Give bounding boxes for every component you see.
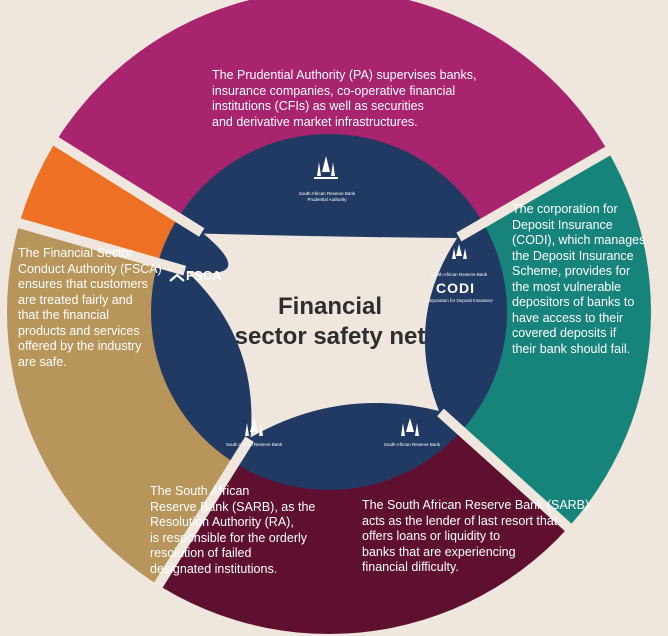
sarb-logo-br-icon [401,418,419,436]
codi-logo-caption: Corporation for Deposit Insurance [425,298,493,303]
sarb-logo-right-icon [452,244,467,259]
sarb-logo-top-icon [314,156,338,179]
fsca-logo-icon [169,273,185,282]
fsca-logo-mark: FSCA [186,268,222,283]
sarb-logo-bl-icon [245,418,263,436]
fsca-description: The Financial Sector Conduct Authority (… [18,246,162,369]
pa-description: The Prudential Authority (PA) supervises… [212,68,477,129]
segment-separator [149,436,254,595]
center-area [186,233,458,438]
ra-description: The South African Reserve Bank (SARB), a… [150,484,316,576]
center-title-line1: Financial [277,293,383,320]
codi-logo-mark: CODI [436,280,475,296]
segment-separator [437,408,578,537]
segment-separator [46,132,205,237]
pa-logo-caption: South African Reserve Bank Prudential Au… [298,191,356,202]
codi-logo-bank-name: South African Reserve Bank [430,272,488,277]
segment-separator [456,142,618,242]
center-title: Financial sector safety net [195,292,465,352]
lolr-description: The South African Reserve Bank (SARB) ac… [362,498,590,574]
segment-separator [10,216,187,276]
lolr-logo-caption: South African Reserve Bank [383,442,441,447]
center-title-line2: sector safety net [234,323,426,350]
codi-description: The corporation for Deposit Insurance (C… [512,202,646,356]
ra-logo-caption: South African Reserve Bank [225,442,283,447]
